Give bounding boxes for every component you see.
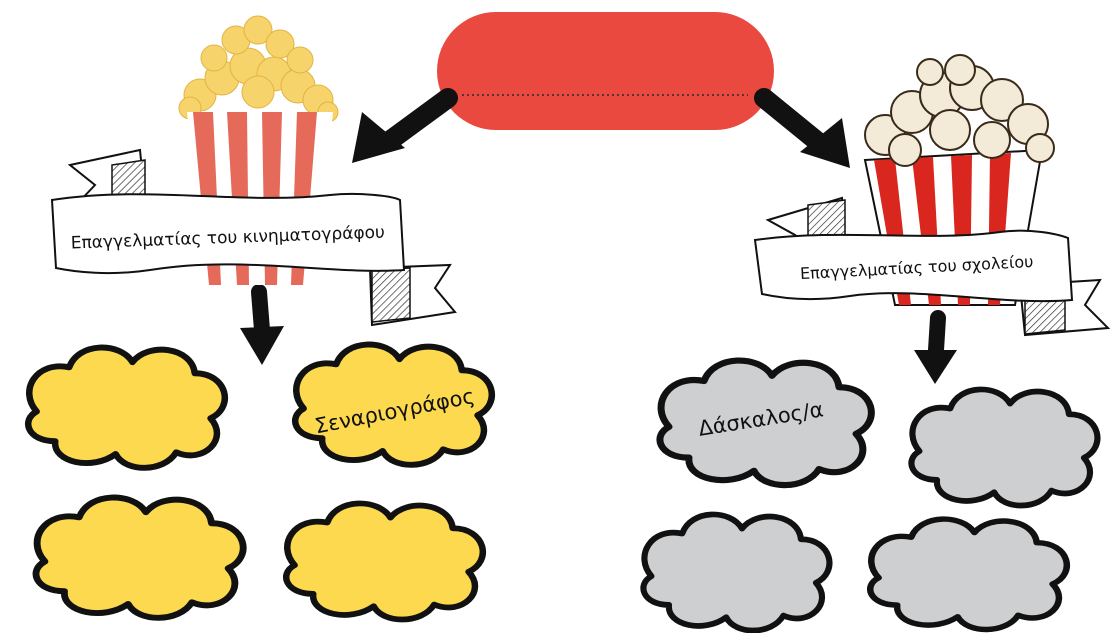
cloud-right-2[interactable] xyxy=(911,389,1097,505)
cloud-left-1[interactable] xyxy=(28,347,225,467)
cloud-right-3[interactable] xyxy=(643,514,829,630)
arrow-down-right xyxy=(914,310,957,384)
cloud-left-3[interactable] xyxy=(36,497,243,617)
cloud-left-4[interactable] xyxy=(286,503,483,619)
banner-right: Επαγγελματίας του σχολείου xyxy=(753,196,1111,337)
central-topic[interactable] xyxy=(437,12,774,130)
cloud-right-4[interactable] xyxy=(870,519,1067,629)
central-topic-pill[interactable] xyxy=(437,12,774,130)
arrow-to-right xyxy=(754,88,850,168)
arrow-to-left xyxy=(352,88,458,163)
banner-left: Επαγγελματίας του κινηματογράφου xyxy=(50,148,457,327)
arrow-down-left xyxy=(240,284,284,365)
